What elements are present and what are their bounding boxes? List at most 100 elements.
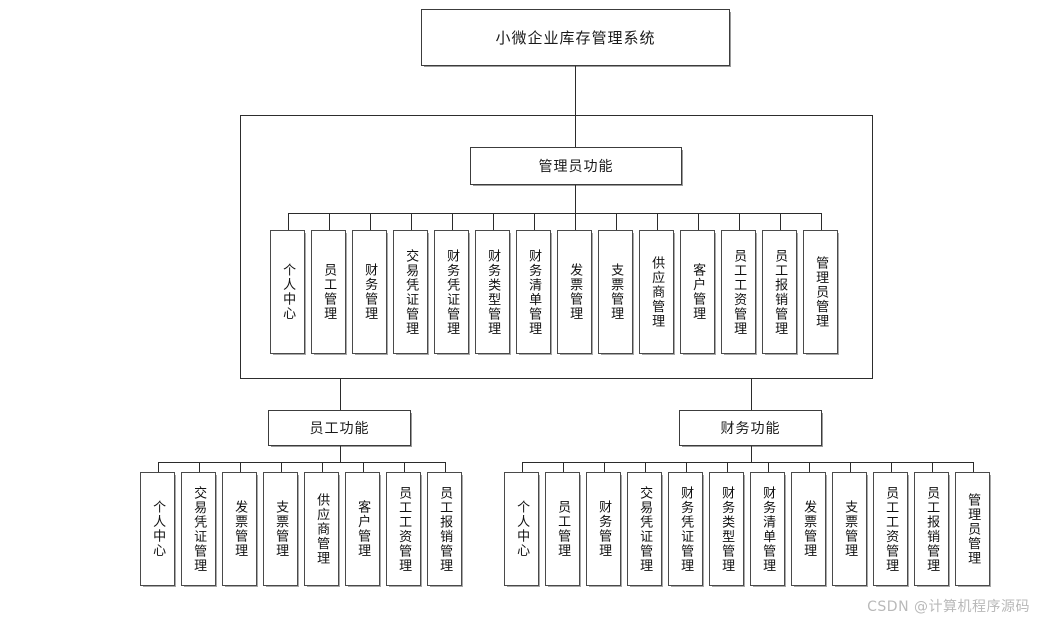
employee-drop-stem-3 (239, 462, 241, 472)
finance-item-label: 员工管理 (555, 500, 571, 558)
finance-drop-stem-2 (562, 462, 564, 472)
finance-drop-stem-8 (808, 462, 810, 472)
employee-horizontal-bus (157, 462, 445, 463)
finance-item-label: 财务管理 (596, 500, 612, 558)
finance-item-11[interactable]: 员工报销管理 (914, 472, 949, 586)
employee-item-2[interactable]: 交易凭证管理 (181, 472, 216, 586)
finance-drop-stem-7 (767, 462, 769, 472)
employee-item-label: 个人中心 (150, 500, 166, 558)
admin-drop-stem-9 (615, 213, 617, 230)
admin-drop-stem-7 (533, 213, 535, 230)
employee-item-label: 交易凭证管理 (191, 485, 207, 573)
admin-item-6[interactable]: 财务类型管理 (475, 230, 510, 354)
admin-item-label: 员工报销管理 (772, 248, 788, 336)
admin-item-2[interactable]: 员工管理 (311, 230, 346, 354)
employee-item-4[interactable]: 支票管理 (263, 472, 298, 586)
employee-function-label: 员工功能 (309, 421, 370, 437)
finance-item-6[interactable]: 财务类型管理 (709, 472, 744, 586)
employee-item-label: 客户管理 (355, 500, 371, 558)
admin-item-11[interactable]: 客户管理 (680, 230, 715, 354)
employee-item-8[interactable]: 员工报销管理 (427, 472, 462, 586)
admin-item-8[interactable]: 发票管理 (557, 230, 592, 354)
finance-item-label: 员工工资管理 (883, 485, 899, 573)
admin-item-4[interactable]: 交易凭证管理 (393, 230, 428, 354)
employee-item-label: 支票管理 (273, 500, 289, 558)
employee-item-label: 发票管理 (232, 500, 248, 558)
admin-drop-stem-3 (369, 213, 371, 230)
admin-item-label: 支票管理 (608, 263, 624, 321)
finance-item-label: 财务类型管理 (719, 485, 735, 573)
finance-item-1[interactable]: 个人中心 (504, 472, 539, 586)
finance-drop-stem-3 (603, 462, 605, 472)
employee-item-6[interactable]: 客户管理 (345, 472, 380, 586)
finance-item-9[interactable]: 支票管理 (832, 472, 867, 586)
finance-item-8[interactable]: 发票管理 (791, 472, 826, 586)
finance-item-5[interactable]: 财务凭证管理 (668, 472, 703, 586)
admin-item-label: 财务管理 (362, 263, 378, 321)
finance-item-7[interactable]: 财务清单管理 (750, 472, 785, 586)
admin-item-label: 个人中心 (280, 263, 296, 321)
employee-item-label: 供应商管理 (314, 492, 330, 566)
employee-item-label: 员工报销管理 (437, 485, 453, 573)
finance-item-4[interactable]: 交易凭证管理 (627, 472, 662, 586)
admin-item-13[interactable]: 员工报销管理 (762, 230, 797, 354)
employee-item-label: 员工工资管理 (396, 485, 412, 573)
admin-item-14[interactable]: 管理员管理 (803, 230, 838, 354)
admin-item-9[interactable]: 支票管理 (598, 230, 633, 354)
root-system-title-box: 小微企业库存管理系统 (421, 9, 730, 66)
admin-item-label: 财务清单管理 (526, 248, 542, 336)
employee-item-1[interactable]: 个人中心 (140, 472, 175, 586)
employee-item-7[interactable]: 员工工资管理 (386, 472, 421, 586)
admin-drop-stem-2 (328, 213, 330, 230)
employee-item-5[interactable]: 供应商管理 (304, 472, 339, 586)
finance-function-box: 财务功能 (679, 410, 822, 446)
admin-drop-stem-12 (738, 213, 740, 230)
finance-item-label: 发票管理 (801, 500, 817, 558)
finance-item-label: 支票管理 (842, 500, 858, 558)
connector-finance-box-to-bus (751, 446, 752, 463)
finance-drop-stem-11 (931, 462, 933, 472)
employee-drop-stem-1 (157, 462, 159, 472)
admin-drop-stem-13 (779, 213, 781, 230)
admin-horizontal-bus (287, 213, 821, 214)
employee-drop-stem-7 (403, 462, 405, 472)
finance-drop-stem-5 (685, 462, 687, 472)
finance-item-label: 个人中心 (514, 500, 530, 558)
connector-container-to-finance (751, 378, 752, 410)
employee-item-3[interactable]: 发票管理 (222, 472, 257, 586)
connector-admin-box-to-bus (575, 185, 576, 214)
csdn-watermark: CSDN @计算机程序源码 (867, 599, 1030, 615)
finance-horizontal-bus (521, 462, 973, 463)
admin-drop-stem-10 (656, 213, 658, 230)
admin-drop-stem-6 (492, 213, 494, 230)
finance-item-3[interactable]: 财务管理 (586, 472, 621, 586)
finance-drop-stem-9 (849, 462, 851, 472)
admin-item-10[interactable]: 供应商管理 (639, 230, 674, 354)
finance-function-label: 财务功能 (720, 421, 781, 437)
finance-item-label: 财务清单管理 (760, 485, 776, 573)
admin-item-7[interactable]: 财务清单管理 (516, 230, 551, 354)
finance-drop-stem-1 (521, 462, 523, 472)
admin-item-5[interactable]: 财务凭证管理 (434, 230, 469, 354)
finance-item-label: 交易凭证管理 (637, 485, 653, 573)
admin-item-label: 供应商管理 (649, 255, 665, 329)
admin-item-1[interactable]: 个人中心 (270, 230, 305, 354)
finance-item-label: 员工报销管理 (924, 485, 940, 573)
employee-drop-stem-6 (362, 462, 364, 472)
employee-drop-stem-2 (198, 462, 200, 472)
finance-item-12[interactable]: 管理员管理 (955, 472, 990, 586)
admin-drop-stem-8 (574, 213, 576, 230)
employee-drop-stem-8 (444, 462, 446, 472)
admin-item-label: 员工管理 (321, 263, 337, 321)
connector-employee-box-to-bus (340, 446, 341, 463)
admin-item-3[interactable]: 财务管理 (352, 230, 387, 354)
admin-drop-stem-5 (451, 213, 453, 230)
finance-drop-stem-10 (890, 462, 892, 472)
finance-item-label: 财务凭证管理 (678, 485, 694, 573)
finance-item-2[interactable]: 员工管理 (545, 472, 580, 586)
root-system-title-label: 小微企业库存管理系统 (495, 29, 656, 47)
admin-item-label: 财务类型管理 (485, 248, 501, 336)
finance-item-10[interactable]: 员工工资管理 (873, 472, 908, 586)
admin-item-12[interactable]: 员工工资管理 (721, 230, 756, 354)
